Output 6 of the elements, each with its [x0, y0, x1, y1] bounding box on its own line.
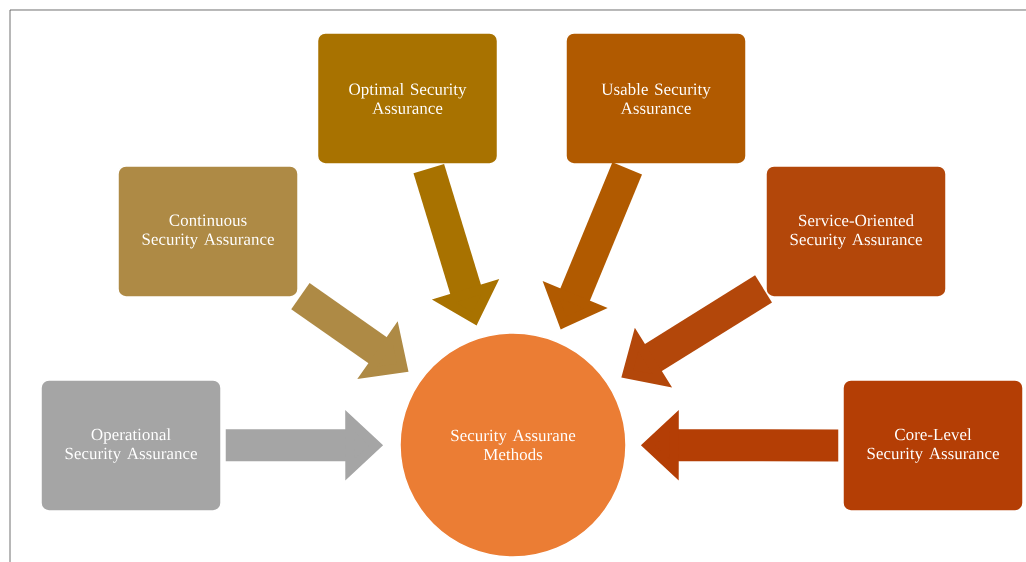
category-box: Usable Security Assurance [565, 32, 747, 165]
category-box: Continuous Security Assurance [117, 165, 299, 298]
category-box: Operational Security Assurance [40, 379, 222, 512]
category-box: Optimal Security Assurance [316, 32, 499, 165]
category-box: Core-Level Security Assurance [842, 379, 1024, 512]
category-box: Service-Oriented Security Assurance [765, 165, 947, 298]
